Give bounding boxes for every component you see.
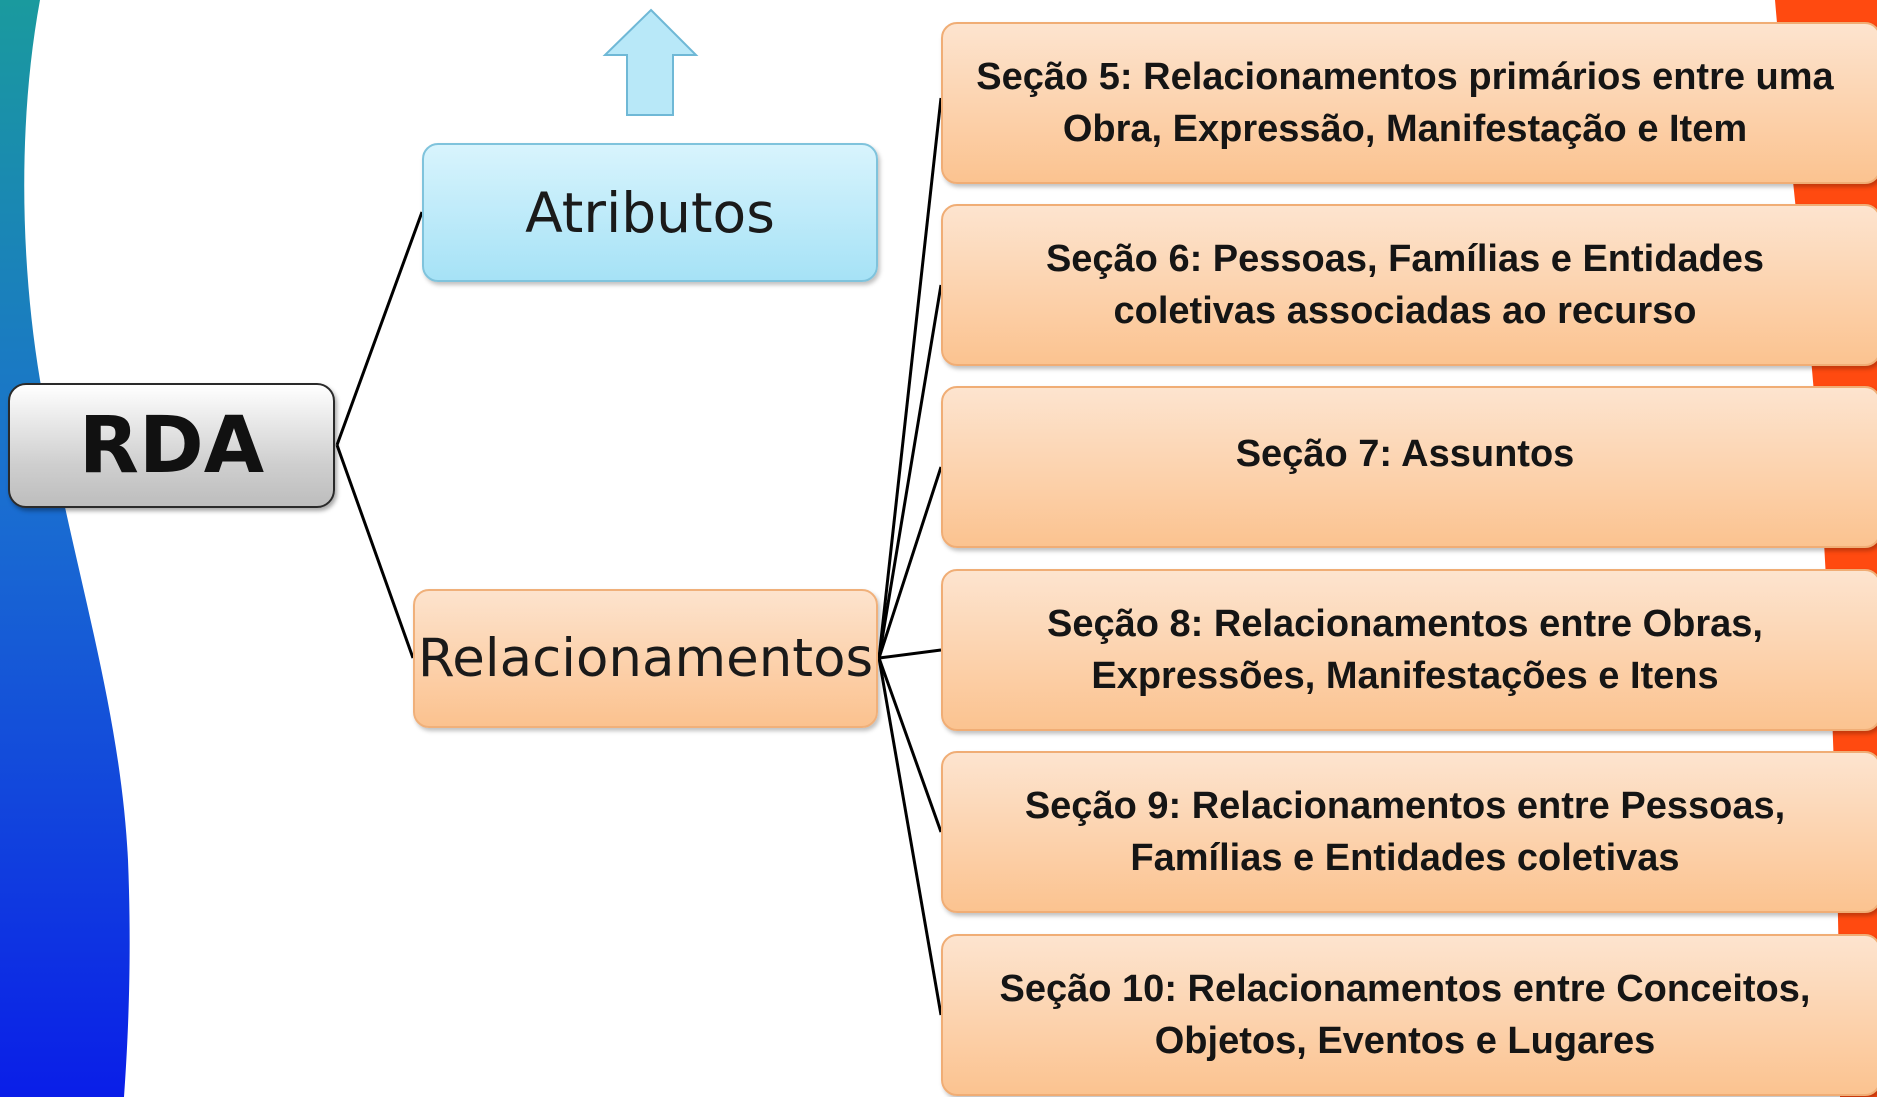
connector-rel-section-9: [877, 657, 943, 833]
section-7-label: Seção 7: Assuntos: [1235, 433, 1575, 475]
section-5-node: Seção 5: Relacionamentos primários entre…: [941, 22, 1877, 184]
section-5-label: Seção 5: Relacionamentos primários entre…: [976, 56, 1834, 150]
relationships-node-label: Relacionamentos: [417, 628, 874, 689]
section-8-node: Seção 8: Relacionamentos entre Obras, Ex…: [941, 569, 1877, 731]
section-9-label: Seção 9: Relacionamentos entre Pessoas, …: [1024, 785, 1786, 879]
section-6-label: Seção 6: Pessoas, Famílias e Entidades c…: [1045, 238, 1765, 332]
section-9-node: Seção 9: Relacionamentos entre Pessoas, …: [941, 751, 1877, 913]
connector-rel-section-5: [877, 97, 943, 659]
up-arrow-icon: [602, 8, 699, 116]
connector-rel-section-6: [877, 284, 943, 659]
left-blue-band: [0, 0, 130, 1097]
connector-rel-section-8: [878, 648, 942, 660]
attributes-node-label: Atributos: [525, 180, 775, 245]
relationships-node: Relacionamentos: [413, 589, 878, 728]
connector-root-attributes: [335, 211, 424, 446]
attributes-node: Atributos: [422, 143, 878, 282]
connector-rel-section-7: [877, 466, 943, 659]
root-node-rda: RDA: [8, 383, 335, 508]
section-6-node: Seção 6: Pessoas, Famílias e Entidades c…: [941, 204, 1877, 366]
section-8-label: Seção 8: Relacionamentos entre Obras, Ex…: [1047, 603, 1763, 697]
root-node-label: RDA: [78, 400, 265, 491]
connector-rel-section-10: [877, 657, 943, 1016]
section-10-label: Seção 10: Relacionamentos entre Conceito…: [999, 968, 1811, 1062]
section-10-node: Seção 10: Relacionamentos entre Conceito…: [941, 934, 1877, 1096]
connector-root-relationships: [335, 444, 415, 659]
section-7-node: Seção 7: Assuntos: [941, 386, 1877, 548]
